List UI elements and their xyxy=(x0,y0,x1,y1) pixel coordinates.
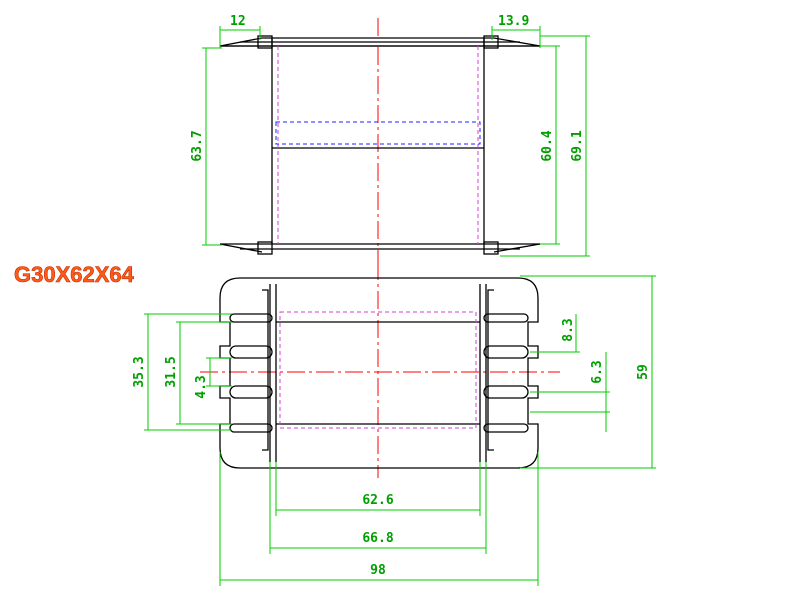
dim-slot-outer: 35.3 xyxy=(132,356,147,387)
dim-depth: 59 xyxy=(636,364,651,380)
top-view: 35.3 31.5 4.3 8.3 6.3 59 62.6 66.8 xyxy=(132,262,656,586)
left-slot-3 xyxy=(229,385,273,399)
dim-pin-gap: 6.3 xyxy=(590,360,605,383)
dim-core-width: 62.6 xyxy=(362,493,393,508)
top-flange-left-tab xyxy=(257,35,273,49)
left-slots xyxy=(229,289,273,451)
bottom-flange-left-tab xyxy=(257,241,273,255)
dim-overall-width: 98 xyxy=(370,563,386,578)
right-slot-2 xyxy=(483,345,529,359)
front-view: 12 13.9 63.7 60.4 69.1 xyxy=(190,14,590,262)
right-slot-3 xyxy=(483,385,529,399)
right-slot-4 xyxy=(483,423,529,433)
dim-window-height: 60.4 xyxy=(540,130,555,161)
hidden-window xyxy=(275,121,481,145)
right-slot-1 xyxy=(483,313,529,323)
dim-overall-height: 69.1 xyxy=(570,130,585,161)
dim-flange-left: 12 xyxy=(230,14,246,29)
bottom-flange-right-tab xyxy=(483,241,499,255)
top-flange-right-tab xyxy=(483,35,499,49)
dim-slot-inner: 4.3 xyxy=(194,375,209,398)
left-slot-4 xyxy=(229,423,273,433)
right-slots xyxy=(483,289,529,451)
part-number-title: G30X62X64 xyxy=(14,262,135,287)
dim-slot-mid: 31.5 xyxy=(164,356,179,387)
hidden-core xyxy=(279,311,477,429)
dim-flange-width: 66.8 xyxy=(362,531,393,546)
dim-pin-pitch: 8.3 xyxy=(561,318,576,341)
left-comb-spine xyxy=(262,289,269,451)
bottom-flange-chamfer xyxy=(219,243,541,253)
dim-inner-height: 63.7 xyxy=(190,130,205,161)
left-slot-1 xyxy=(229,313,273,323)
right-comb-spine xyxy=(487,289,494,451)
left-slot-2 xyxy=(229,345,273,359)
dim-flange-right: 13.9 xyxy=(498,14,529,29)
